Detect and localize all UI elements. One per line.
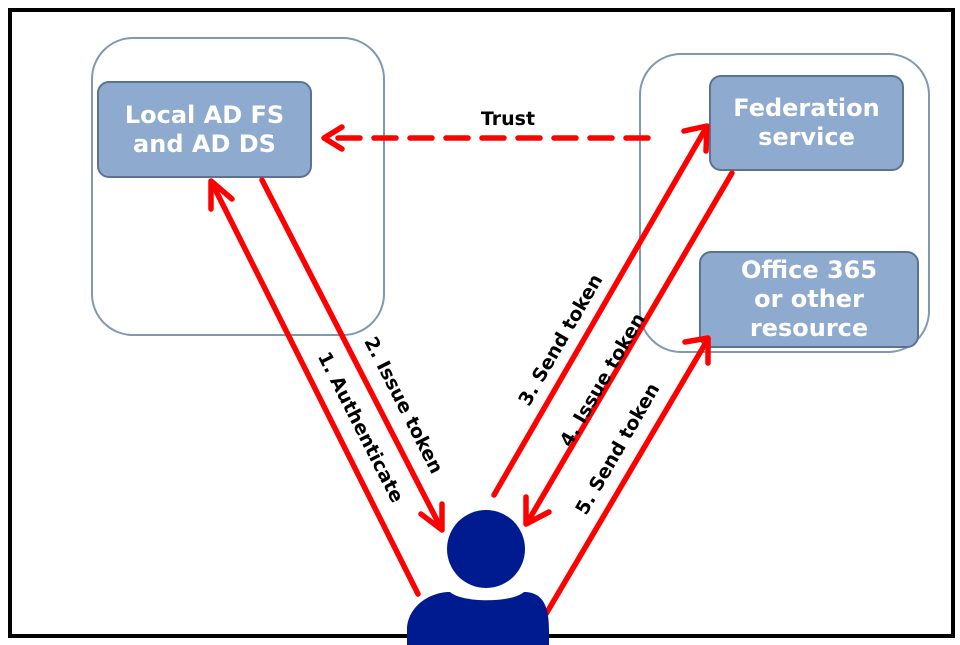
federation-service-node: Federation service [709, 75, 904, 171]
user-icon [407, 510, 549, 645]
issue-token-2-arrow [524, 170, 735, 526]
issue-token-arrow [259, 177, 444, 531]
local-ad-node: Local AD FS and AD DS [97, 81, 312, 178]
on-premises-group [91, 37, 385, 336]
send-token-arrow [491, 125, 709, 498]
issue-token-arrowhead [418, 501, 445, 533]
send-token-arrowhead [681, 123, 710, 154]
cloud-group [639, 53, 930, 353]
send-token-2-arrowhead [682, 335, 711, 366]
send-token-2-arrow [543, 336, 711, 617]
resource-node: Office 365 or other resource [699, 251, 919, 348]
authenticate-arrow [209, 180, 421, 597]
issue-token-2-arrowhead [523, 494, 552, 527]
trust-arrowhead [321, 124, 345, 152]
authenticate-arrowhead [208, 178, 235, 212]
trust-label: Trust [481, 108, 535, 130]
